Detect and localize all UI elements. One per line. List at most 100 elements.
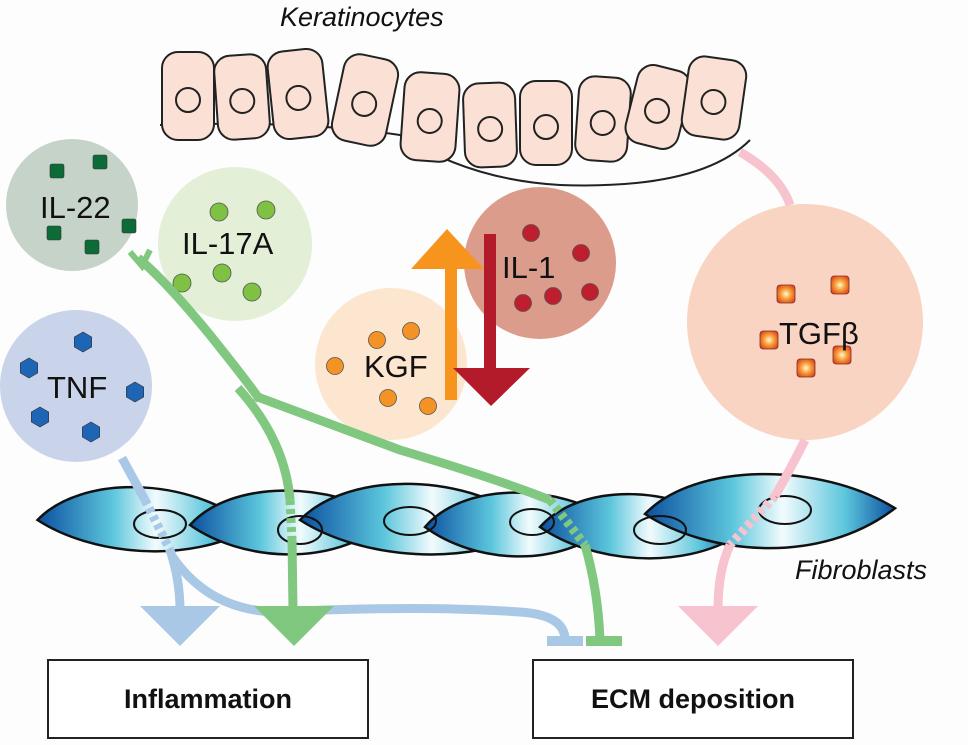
keratinocyte-layer bbox=[159, 47, 751, 187]
il22-particles bbox=[46, 154, 137, 255]
tgfb-particle bbox=[759, 330, 779, 350]
tnf-particle bbox=[74, 331, 92, 353]
il22-dashed bbox=[546, 497, 589, 548]
il1-down-arrow bbox=[453, 234, 530, 406]
keratinocyte-nucleus bbox=[285, 84, 312, 111]
il22-to-ecm-lower bbox=[580, 543, 605, 641]
tnf-to-ecm-line bbox=[168, 553, 570, 641]
kgf-particle bbox=[326, 357, 344, 375]
keratinocyte-nucleus bbox=[229, 87, 256, 114]
il22-particle bbox=[46, 225, 62, 241]
signal-lines bbox=[118, 248, 810, 646]
il17a-particle bbox=[172, 273, 192, 293]
inflammation-box: Inflammation bbox=[47, 659, 369, 739]
keratinocyte-cell bbox=[399, 71, 461, 163]
tgfb-particle bbox=[776, 284, 796, 304]
tgfb-label: TGFβ bbox=[779, 316, 859, 351]
keratinocyte-nucleus bbox=[416, 107, 443, 134]
tgfb-particle bbox=[832, 345, 852, 365]
fibroblast-nucleus bbox=[509, 508, 555, 536]
keratinocyte-body bbox=[519, 80, 573, 166]
il17a-particle bbox=[209, 202, 229, 222]
tgfb-particles bbox=[759, 275, 852, 378]
keratinocyte-body bbox=[462, 81, 518, 169]
tnf-arrowhead bbox=[140, 606, 220, 646]
il17a-particle bbox=[212, 263, 232, 283]
keratinocyte-cell bbox=[161, 51, 215, 141]
il17-lower-line bbox=[287, 539, 298, 611]
keratinocyte-body bbox=[213, 53, 271, 141]
keratinocyte-nucleus bbox=[644, 97, 671, 124]
fibroblast-nucleus bbox=[633, 515, 687, 545]
keratinocytes-label: Keratinocytes bbox=[280, 2, 444, 32]
fibroblast-nucleus bbox=[383, 506, 437, 536]
il1-particle bbox=[522, 224, 540, 242]
kgf-up-arrow bbox=[411, 229, 484, 400]
keratinocyte-body bbox=[680, 55, 748, 141]
tgfb-line bbox=[771, 437, 810, 499]
il17a-label: IL-17A bbox=[182, 226, 274, 261]
il17a-particles bbox=[172, 200, 276, 302]
il22-particle bbox=[92, 154, 108, 170]
il22-particle bbox=[121, 218, 137, 234]
kgf-particle bbox=[419, 397, 437, 415]
keratinocyte-nucleus bbox=[533, 114, 559, 140]
il1-particle bbox=[572, 244, 590, 262]
il22-circle: IL-22 bbox=[6, 139, 138, 271]
il1-particle bbox=[514, 294, 532, 312]
keratinocyte-body bbox=[574, 75, 632, 163]
inflammation-label: Inflammation bbox=[123, 683, 292, 714]
tnf-line-dashed bbox=[140, 497, 175, 553]
kgf-particle bbox=[402, 322, 420, 340]
il22-label: IL-22 bbox=[40, 190, 111, 225]
il17-arrowhead bbox=[254, 606, 334, 646]
tnf-particle bbox=[126, 381, 144, 403]
il1-label: IL-1 bbox=[502, 250, 555, 285]
keratinocyte-body bbox=[399, 71, 461, 163]
il17-dashed bbox=[285, 499, 297, 541]
il1-bubble bbox=[464, 187, 616, 339]
tnf-particle bbox=[82, 421, 100, 443]
keratinocyte-cell bbox=[574, 75, 632, 163]
fibroblast-layer bbox=[35, 472, 898, 560]
il22-particle bbox=[49, 163, 65, 179]
keratinocyte-nucleus bbox=[589, 109, 616, 136]
tgfb-lower-line bbox=[713, 543, 735, 611]
tnf-to-inflammation-line bbox=[165, 548, 185, 611]
fibroblasts-label: Fibroblasts bbox=[795, 555, 927, 585]
il22-receptor-fork bbox=[127, 248, 153, 272]
tnf-particle bbox=[19, 357, 39, 379]
il17-to-inflammation-line bbox=[234, 384, 295, 501]
il22-inhibit-bar bbox=[586, 636, 622, 646]
kgf-particle bbox=[379, 389, 397, 407]
keratinocyte-nucleus bbox=[477, 115, 504, 142]
kgf-particles bbox=[326, 322, 437, 415]
tnf-inhibit-bar bbox=[547, 636, 583, 646]
keratinocyte-body bbox=[330, 53, 400, 147]
tgfb-dashed bbox=[726, 492, 779, 549]
tnf-circle: TNF bbox=[0, 310, 152, 462]
fibroblast-nucleus bbox=[277, 515, 323, 545]
il22-bubble bbox=[6, 139, 138, 271]
keratinocyte-cell bbox=[266, 47, 330, 141]
keratinocyte-cell bbox=[213, 53, 271, 141]
keratinocyte-nucleus bbox=[351, 90, 378, 117]
il22-line bbox=[135, 254, 264, 403]
tgfb-arrowhead bbox=[678, 606, 758, 646]
il17a-particle bbox=[256, 200, 276, 220]
kgf-particle bbox=[368, 331, 386, 349]
keratinocyte-cell bbox=[330, 53, 400, 147]
keratinocyte-body bbox=[266, 47, 330, 141]
il22-particle bbox=[84, 239, 100, 255]
il1-circle: IL-1 bbox=[464, 187, 616, 339]
ecm-deposition-label: ECM deposition bbox=[591, 683, 795, 714]
il1-particle bbox=[581, 283, 599, 301]
il22-to-ecm-line bbox=[253, 391, 552, 505]
il1-particles bbox=[514, 224, 599, 312]
il1-particle bbox=[544, 287, 562, 305]
keratinocyte-cell bbox=[680, 55, 748, 141]
keratinocyte-to-tgfb-line bbox=[737, 148, 795, 207]
il17a-particle bbox=[242, 282, 262, 302]
tgfb-bubble bbox=[687, 204, 923, 440]
